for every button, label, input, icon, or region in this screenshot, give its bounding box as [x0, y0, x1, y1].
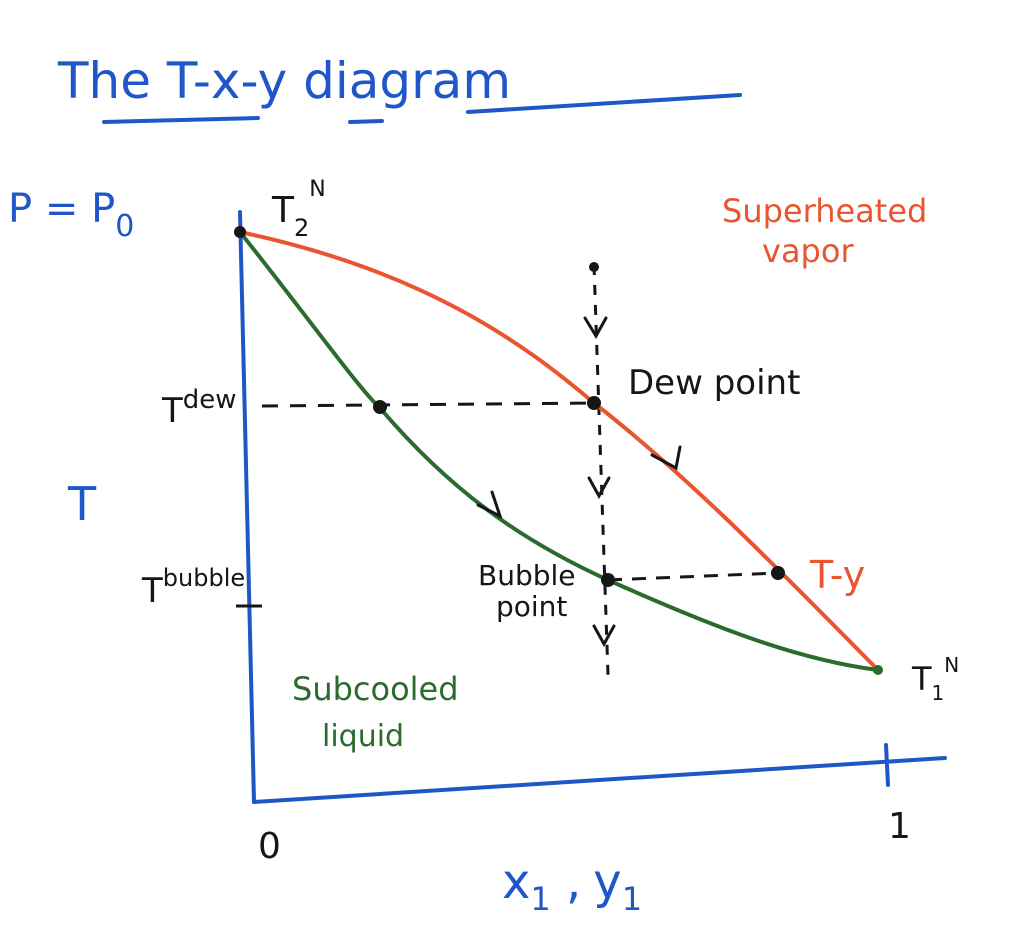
superheated-vapor-label-line1: Superheated [722, 192, 927, 230]
y-axis [238, 210, 256, 804]
x-tick-label-zero: 0 [258, 826, 281, 867]
x-axis [252, 756, 947, 804]
superheated-vapor-label-line2: vapor [762, 232, 854, 270]
tdew-label: Tdew [161, 385, 237, 431]
cooling-arrow-1-icon [583, 316, 608, 339]
t2-sat-point [234, 226, 246, 238]
start-vapor-point [589, 262, 599, 272]
t1-sat-label: T1N [911, 653, 959, 705]
liquid-at-tdew-point [373, 400, 387, 414]
tbubble-tie-line [607, 571, 779, 582]
subcooled-liquid-label-line1: Subcooled [292, 670, 459, 708]
t-y-curve-label: T-y [809, 553, 865, 597]
bubble-point-label-line1: Bubble [478, 559, 576, 592]
bubble-point-marker [601, 573, 615, 587]
bubble-point-label-line2: point [496, 590, 567, 623]
x-tick-one [884, 743, 890, 787]
t1-sat-point [873, 665, 883, 675]
x-axis-label: x1 ,y1 [502, 854, 642, 918]
diagram-title: The T-x-y diagram [57, 52, 511, 110]
cooling-arrow-2-icon [587, 476, 611, 500]
bubble-curve-arrow-icon [476, 490, 503, 519]
dew-point-label: Dew point [628, 363, 800, 403]
subcooled-liquid-label-line2: liquid [322, 719, 404, 754]
t2-sat-label: T2N [271, 177, 326, 242]
title-underline-1 [102, 116, 260, 124]
title-underline-2 [348, 119, 384, 124]
x-tick-label-one: 1 [888, 806, 911, 847]
tdew-tie-line [261, 401, 595, 408]
dew-point-marker [587, 396, 601, 410]
pressure-label: P = P0 [8, 186, 134, 244]
y-axis-label: T [67, 477, 97, 531]
cooling-arrow-3-icon [592, 624, 616, 648]
vapor-at-tbubble-point [771, 566, 785, 580]
dew-curve-arrow-icon [650, 445, 682, 471]
tbubble-label: Tbubble [141, 564, 245, 611]
title-underline-3 [466, 93, 742, 114]
